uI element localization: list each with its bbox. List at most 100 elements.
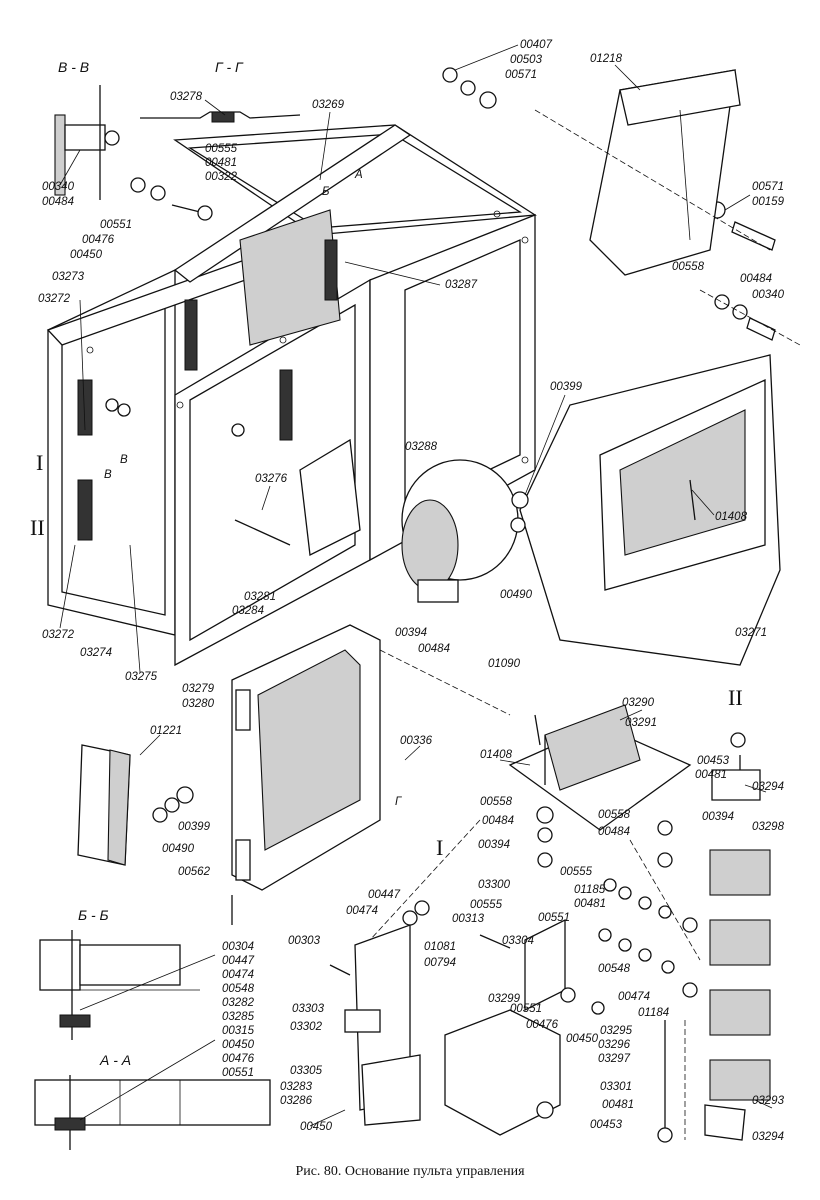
part-label: 00571 — [505, 69, 537, 81]
part-label: 00551 — [538, 912, 570, 924]
part-label: 03295 — [600, 1025, 633, 1037]
part-label: 03297 — [598, 1053, 631, 1065]
cabinet-frame — [46, 124, 537, 667]
part-label: 00313 — [452, 913, 485, 925]
part-label: 00394 — [395, 627, 427, 639]
part-label: 00484 — [598, 826, 630, 838]
part-label: 00450 — [300, 1121, 333, 1133]
part-label: 03273 — [52, 271, 85, 283]
cover-01218 — [589, 69, 741, 276]
part-label: 03287 — [445, 279, 478, 291]
part-label: 00481 — [205, 157, 237, 169]
part-label: 00490 — [500, 589, 533, 601]
leader-lines — [59, 44, 773, 1127]
part-label: 03281 — [244, 591, 276, 603]
part-label: 00476 — [526, 1019, 559, 1031]
part-label: 03269 — [312, 99, 345, 111]
part-label: 00476 — [222, 1053, 255, 1065]
part-label: 03272 — [42, 629, 75, 641]
part-label: 03285 — [222, 1011, 255, 1023]
part-label: 00551 — [222, 1067, 254, 1079]
bracket-01221 — [77, 744, 194, 866]
cover-03301 — [444, 1009, 561, 1136]
part-label: 00551 — [510, 1003, 542, 1015]
part-label: 03284 — [232, 605, 264, 617]
part-label: 03288 — [405, 441, 438, 453]
part-label: 00303 — [288, 935, 321, 947]
part-label: 03305 — [290, 1065, 323, 1077]
mark-g: Г — [395, 796, 402, 808]
part-label: 00484 — [42, 196, 74, 208]
part-label: 00558 — [480, 796, 513, 808]
section-a-a — [34, 1075, 271, 1150]
front-door — [231, 624, 381, 925]
part-label: 00159 — [752, 196, 785, 208]
part-label: 00558 — [672, 261, 705, 273]
part-label: 00447 — [222, 955, 255, 967]
part-label: 01408 — [480, 749, 513, 761]
part-label: 00481 — [602, 1099, 634, 1111]
part-label: 03271 — [735, 627, 767, 639]
part-label: 00450 — [70, 249, 103, 261]
section-title-b-b: Б - Б — [78, 907, 109, 923]
part-label: 03274 — [80, 647, 112, 659]
part-label: 03286 — [280, 1095, 313, 1107]
part-label: 03275 — [125, 671, 158, 683]
part-label: 01408 — [715, 511, 748, 523]
part-label: 01221 — [150, 725, 182, 737]
part-label: 03283 — [280, 1081, 313, 1093]
roman-1-left: I — [36, 450, 43, 475]
part-label: 03290 — [622, 697, 655, 709]
part-label: 00555 — [205, 143, 238, 155]
part-label: 03299 — [488, 993, 521, 1005]
part-label: 00794 — [424, 957, 456, 969]
mark-b: Б — [322, 186, 330, 198]
part-label: 00551 — [100, 219, 132, 231]
section-g-g — [140, 111, 301, 123]
mark-v: В — [120, 454, 128, 466]
part-label: 03300 — [478, 879, 511, 891]
part-label: 00336 — [400, 735, 433, 747]
part-label: 00340 — [752, 289, 785, 301]
section-titles: В - В Г - Г Б - Б А - А I II I II Б А Г … — [30, 59, 743, 1068]
part-label: 00474 — [618, 991, 650, 1003]
section-v-v — [54, 85, 120, 200]
part-label: 01081 — [424, 941, 456, 953]
part-label: 03272 — [38, 293, 71, 305]
part-label: 03294 — [752, 1131, 784, 1143]
part-label: 00571 — [752, 181, 784, 193]
roman-1-detail: I — [436, 835, 443, 860]
part-label: 00503 — [510, 54, 543, 66]
part-label: 03301 — [600, 1081, 632, 1093]
part-label: 00555 — [560, 866, 593, 878]
part-label: 01218 — [590, 53, 623, 65]
part-label: 00481 — [695, 769, 727, 781]
part-label: 03282 — [222, 997, 255, 1009]
part-label: 00490 — [162, 843, 195, 855]
part-label: 00447 — [368, 889, 401, 901]
mark-v2: В — [104, 469, 112, 481]
part-label: 00399 — [550, 381, 583, 393]
part-label: 03280 — [182, 698, 215, 710]
part-label: 00474 — [222, 969, 254, 981]
part-label: 00562 — [178, 866, 211, 878]
part-label: 00484 — [418, 643, 450, 655]
part-label: 00322 — [205, 171, 238, 183]
mark-a: А — [354, 169, 363, 181]
part-label: 00340 — [42, 181, 75, 193]
part-label: 03302 — [290, 1021, 323, 1033]
part-label: 00453 — [697, 755, 730, 767]
part-label: 00481 — [574, 898, 606, 910]
part-label: 00474 — [346, 905, 378, 917]
switch-assembly — [329, 900, 605, 1126]
part-label: 03304 — [502, 935, 534, 947]
part-label: 00484 — [740, 273, 772, 285]
part-label: 00555 — [470, 899, 503, 911]
part-number-labels: 00340 00484 03278 03269 00555 00481 0032… — [38, 39, 785, 1143]
part-label: 00399 — [178, 821, 211, 833]
part-label: 00394 — [478, 839, 510, 851]
part-label: 00476 — [82, 234, 115, 246]
part-label: 01185 — [574, 884, 606, 896]
section-title-a-a: А - А — [99, 1052, 131, 1068]
